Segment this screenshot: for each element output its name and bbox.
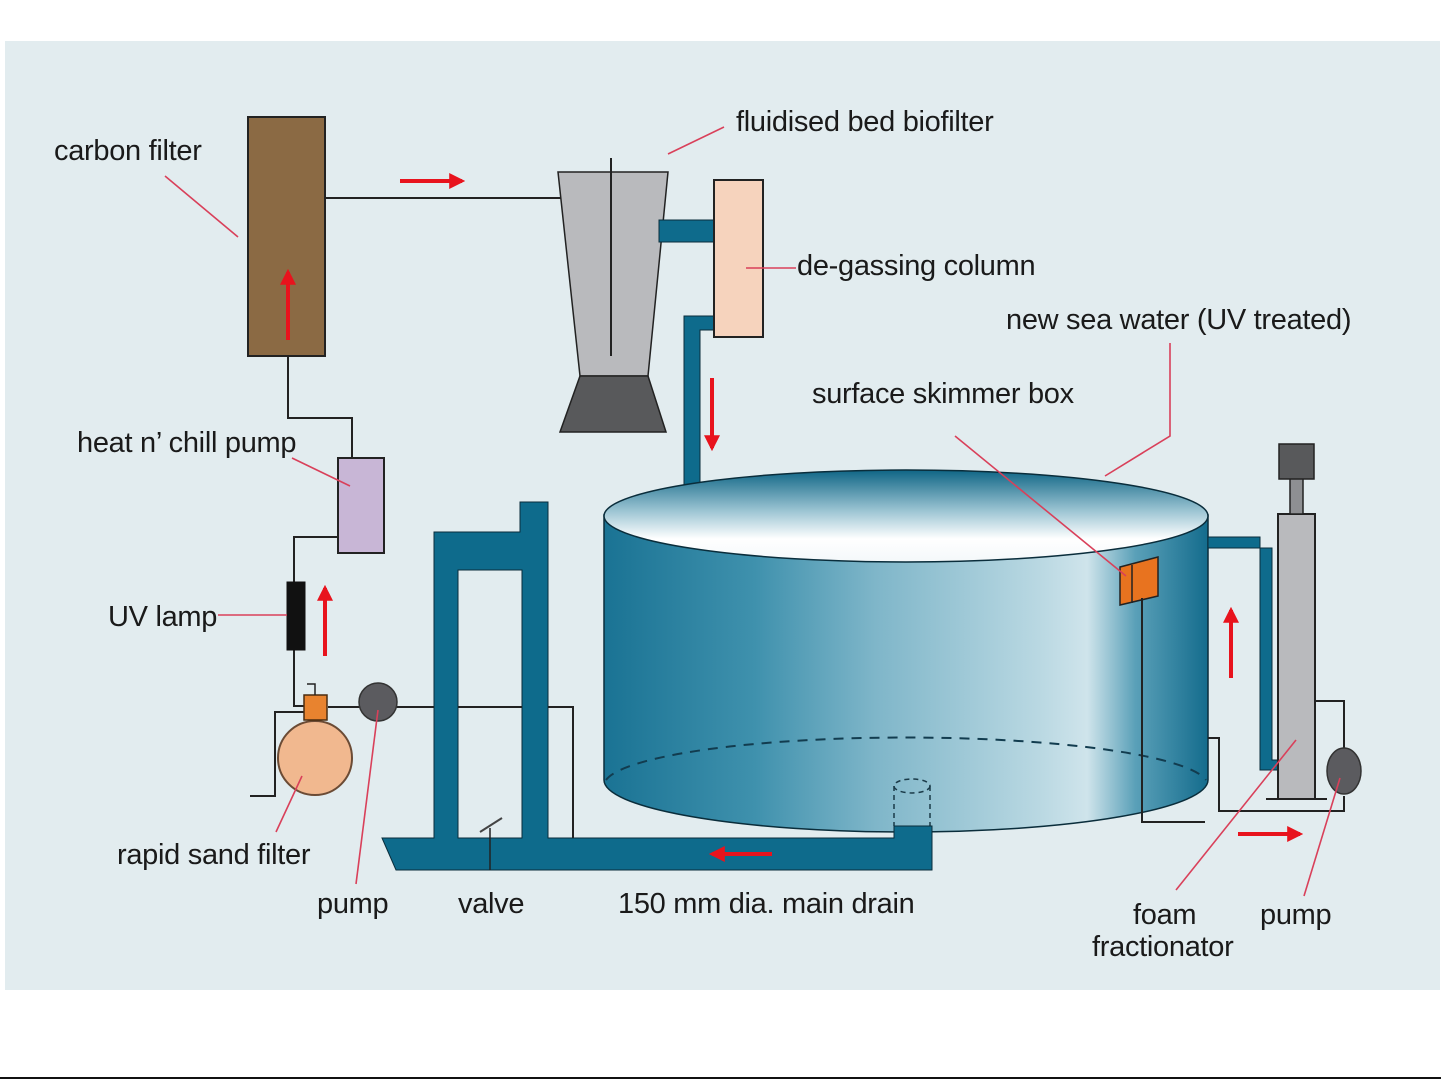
label-heat-chill-pump: heat n’ chill pump	[77, 427, 296, 459]
label-fluidised-bed-biofilter: fluidised bed biofilter	[736, 106, 994, 138]
label-valve: valve	[458, 888, 524, 920]
label-degassing-column: de-gassing column	[797, 250, 1035, 282]
label-carbon-filter: carbon filter	[54, 135, 202, 167]
standpipe-gap	[458, 570, 522, 838]
label-surface-skimmer-box: surface skimmer box	[812, 378, 1075, 410]
label-foam-fractionator-line2: fractionator	[1092, 931, 1234, 963]
pipe-segment	[659, 220, 714, 242]
bottom-rule	[0, 1077, 1441, 1079]
pump-right	[1327, 748, 1361, 794]
degassing-column	[714, 180, 763, 337]
label-pump-right: pump	[1260, 899, 1331, 931]
sand-filter-valve	[304, 695, 327, 720]
uv-lamp	[287, 582, 305, 650]
label-rapid-sand-filter: rapid sand filter	[117, 839, 311, 871]
label-main-drain: 150 mm dia. main drain	[618, 888, 914, 920]
fractionator-cap	[1279, 444, 1314, 479]
label-uv-lamp: UV lamp	[108, 601, 217, 633]
heat-chill-pump	[338, 458, 384, 553]
label-foam-fractionator-line1: foam	[1133, 899, 1196, 931]
label-pump-left: pump	[317, 888, 388, 920]
tank-water-surface	[604, 470, 1208, 562]
rapid-sand-filter	[278, 721, 352, 795]
label-new-sea-water: new sea water (UV treated)	[1006, 304, 1351, 336]
fractionator-neck	[1290, 478, 1303, 514]
